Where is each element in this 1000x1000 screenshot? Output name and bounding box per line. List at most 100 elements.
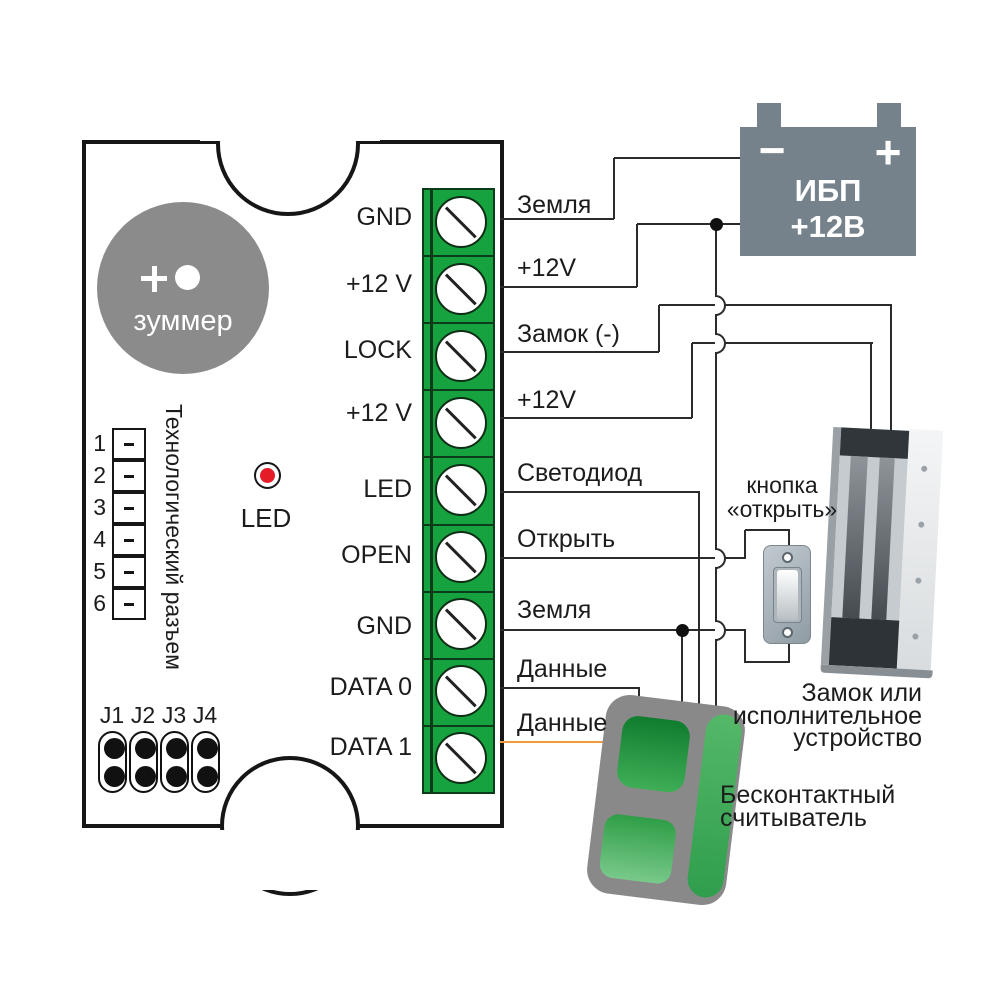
- wire-segment: [500, 556, 746, 560]
- wire-segment: [714, 315, 718, 334]
- wire-segment: [500, 285, 637, 289]
- tech-pin-number: 2: [93, 462, 106, 488]
- tech-connector-label: Технологический разъем: [161, 403, 187, 670]
- terminal-screw-icon: [435, 598, 487, 651]
- tech-pin-box: [112, 460, 146, 492]
- wire-segment: [787, 530, 791, 547]
- terminal-name: GND: [356, 203, 412, 231]
- button-rocker-icon: [773, 567, 802, 623]
- electromagnetic-lock: [791, 419, 949, 679]
- wire-label: +12V: [517, 254, 577, 282]
- wire-segment: [714, 352, 718, 549]
- wire-segment: [743, 630, 747, 663]
- psu-minus-label: −: [758, 124, 786, 176]
- wire-label: Замок (-): [517, 320, 620, 348]
- wire-segment: [635, 224, 639, 287]
- tech-pin-box: [112, 524, 146, 556]
- wire-segment: [787, 644, 791, 663]
- psu-terminal-tab: [877, 103, 901, 131]
- wire-segment: [500, 628, 746, 632]
- wire-segment: [745, 660, 790, 664]
- reader-bottom-panel: [598, 812, 678, 886]
- wire-segment: [659, 303, 892, 307]
- terminal-block-ridge: [430, 188, 433, 792]
- jumper-label: J2: [130, 702, 156, 728]
- wire-segment: [745, 528, 790, 532]
- terminal-name: LOCK: [343, 336, 412, 364]
- terminal-screw-icon: [435, 732, 487, 785]
- wire-segment: [500, 490, 700, 494]
- led-indicator-label: LED: [240, 503, 292, 533]
- wire-segment: [657, 305, 661, 352]
- wire-segment: [500, 416, 692, 420]
- wire-segment: [692, 341, 873, 345]
- wire-junction-dot: [709, 217, 723, 231]
- tech-pin-box: [112, 588, 146, 620]
- terminal-screw-icon: [435, 665, 487, 718]
- tech-pin-box: [112, 428, 146, 460]
- terminal-name: +12 V: [345, 399, 412, 427]
- terminal-screw-icon: [435, 329, 487, 382]
- lock-caption: Замок или исполнительное устройство: [732, 679, 922, 752]
- wire-label: Светодиод: [517, 459, 643, 487]
- open-button-label-line1: кнопка: [746, 472, 818, 498]
- terminal-screw-icon: [435, 531, 487, 584]
- button-screw-icon: [781, 627, 793, 638]
- terminal-name: DATA 1: [329, 733, 412, 761]
- psu-terminal-tab: [757, 103, 781, 131]
- wire-segment: [690, 343, 694, 418]
- wire-jump-icon: [715, 332, 726, 354]
- wire-segment: [500, 217, 614, 221]
- buzzer-hole-icon: [175, 265, 200, 290]
- wire-segment: [697, 492, 701, 712]
- psu-voltage: +12В: [790, 209, 866, 244]
- jumper-label: J3: [161, 702, 187, 728]
- buzzer-plus-icon: [151, 265, 157, 292]
- wire-segment: [614, 156, 741, 160]
- wire-jump-icon: [715, 294, 726, 316]
- psu-body: − + ИБП +12В: [740, 127, 916, 256]
- wire-segment: [637, 222, 741, 226]
- terminal-screw-icon: [435, 396, 487, 449]
- reader-caption: Бесконтактный считыватель: [720, 781, 896, 832]
- tech-pin-number: 6: [93, 590, 106, 616]
- terminal-name: GND: [356, 612, 412, 640]
- wire-label: +12V: [517, 386, 577, 414]
- wire-jump-icon: [715, 619, 726, 641]
- psu-block: − + ИБП +12В: [740, 103, 916, 256]
- wire-segment: [680, 630, 684, 710]
- button-screw-icon: [781, 552, 793, 563]
- buzzer-label: зуммер: [133, 305, 233, 337]
- open-button-label-line2: «открыть»: [726, 496, 838, 522]
- wire-segment: [714, 567, 718, 621]
- tech-pin-number: 3: [93, 494, 106, 520]
- wire-label: Земля: [517, 596, 592, 624]
- wire-jump-icon: [715, 547, 726, 569]
- terminal-screw-icon: [435, 463, 487, 516]
- jumper-label: J1: [99, 702, 125, 728]
- wire-segment: [500, 686, 640, 690]
- jumper-pins-icon: [191, 731, 220, 793]
- wire-label: Земля: [517, 191, 592, 219]
- tech-pin-number: 1: [93, 430, 106, 456]
- jumper-pins-icon: [129, 731, 158, 793]
- wire-segment: [714, 639, 718, 708]
- terminal-name: +12 V: [345, 270, 412, 298]
- psu-name: ИБП: [794, 173, 862, 208]
- wire-segment: [714, 224, 718, 295]
- tech-pin-box: [112, 556, 146, 588]
- wire-segment: [869, 343, 873, 434]
- terminal-screw-icon: [435, 195, 487, 248]
- wire-label: Открыть: [517, 525, 616, 553]
- wire-junction-dot: [675, 623, 689, 637]
- terminal-screw-icon: [435, 262, 487, 315]
- lock-front-face: [828, 427, 910, 669]
- terminal-name: LED: [363, 475, 412, 503]
- open-button: [763, 545, 811, 644]
- terminal-name: DATA 0: [329, 673, 412, 701]
- buzzer: зуммер: [97, 202, 269, 374]
- wire-label: Данные: [517, 709, 608, 737]
- jumper-label: J4: [192, 702, 218, 728]
- terminal-name: OPEN: [341, 541, 412, 569]
